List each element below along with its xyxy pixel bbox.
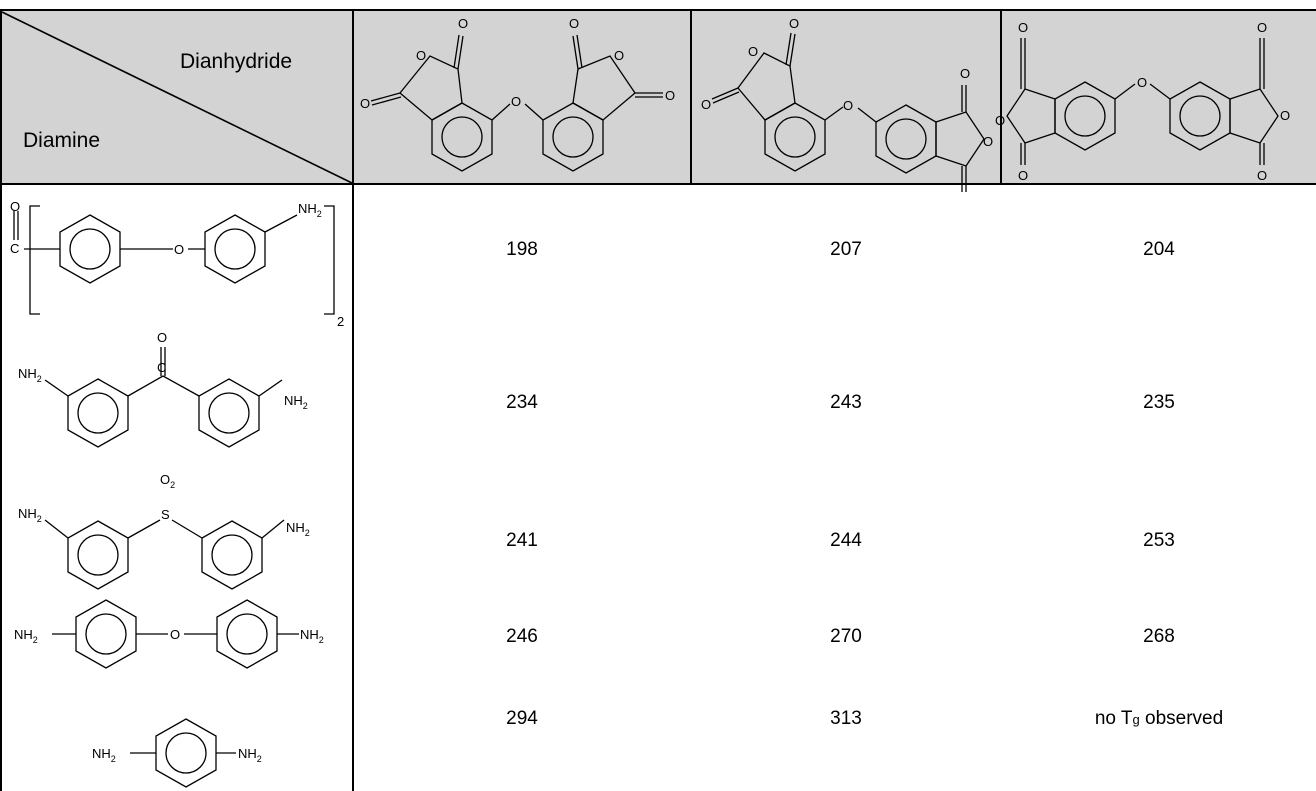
no-tg-prefix: no T bbox=[1094, 708, 1133, 729]
header-bottom-border bbox=[0, 183, 1316, 185]
atom-c: C bbox=[10, 241, 19, 256]
column-divider-2 bbox=[690, 9, 692, 184]
column-divider-3 bbox=[1000, 9, 1002, 184]
atom-o: O bbox=[458, 16, 468, 31]
atom-o: O bbox=[157, 330, 167, 345]
atom-o: O bbox=[1137, 75, 1147, 90]
amine-group: NH2 bbox=[92, 746, 116, 764]
atom-o: O bbox=[701, 97, 711, 112]
no-tg-subscript: g bbox=[1132, 711, 1140, 727]
table-top-border bbox=[0, 9, 1316, 11]
corner-diagonal bbox=[1, 11, 353, 184]
atom-o: O bbox=[360, 96, 370, 111]
dianhydride-label: Dianhydride bbox=[180, 50, 293, 73]
atom-o: O bbox=[995, 113, 1005, 128]
amine-group: NH2 bbox=[18, 366, 42, 384]
repeat-subscript: 2 bbox=[337, 314, 344, 329]
atom-o: O bbox=[1257, 168, 1267, 183]
amine-group: NH2 bbox=[284, 393, 308, 411]
table-cell: 244 bbox=[830, 530, 862, 551]
atom-o: O bbox=[983, 134, 993, 149]
table-cell: 268 bbox=[1143, 626, 1175, 647]
atom-o: O bbox=[748, 44, 758, 59]
sulfonyl-oxygen: O2 bbox=[160, 472, 175, 490]
table-cell: 243 bbox=[830, 392, 862, 413]
atom-o: O bbox=[665, 88, 675, 103]
amine-group: NH2 bbox=[286, 520, 310, 538]
atom-c: C bbox=[157, 360, 166, 375]
atom-o: O bbox=[1018, 20, 1028, 35]
atom-o: O bbox=[174, 242, 184, 257]
table-cell: 270 bbox=[830, 626, 862, 647]
atom-s: S bbox=[161, 507, 170, 522]
atom-o: O bbox=[960, 66, 970, 81]
table-cell: 198 bbox=[506, 239, 538, 260]
atom-o: O bbox=[569, 16, 579, 31]
table-cell: 204 bbox=[1143, 239, 1175, 260]
table-left-border bbox=[0, 9, 2, 791]
table-cell: 207 bbox=[830, 239, 862, 260]
table-cell: 253 bbox=[1143, 530, 1175, 551]
amine-group: NH2 bbox=[14, 627, 38, 645]
amine-group: NH2 bbox=[238, 746, 262, 764]
amine-group: NH2 bbox=[300, 627, 324, 645]
atom-o: O bbox=[511, 94, 521, 109]
table-cell: 234 bbox=[506, 392, 538, 413]
no-tg-suffix: observed bbox=[1139, 708, 1224, 729]
atom-o: O bbox=[170, 627, 180, 642]
atom-o: O bbox=[614, 48, 624, 63]
table-cell: 246 bbox=[506, 626, 538, 647]
atom-o: O bbox=[789, 16, 799, 31]
amine-group: NH2 bbox=[298, 201, 322, 219]
table-cell: 235 bbox=[1143, 392, 1175, 413]
atom-o: O bbox=[1018, 168, 1028, 183]
atom-o: O bbox=[10, 199, 20, 214]
table-cell: 294 bbox=[506, 708, 538, 729]
column-divider-1 bbox=[352, 9, 354, 791]
amine-group: NH2 bbox=[18, 506, 42, 524]
atom-o: O bbox=[416, 48, 426, 63]
atom-o: O bbox=[1280, 108, 1290, 123]
table-cell: 241 bbox=[506, 530, 538, 551]
atom-o: O bbox=[1257, 20, 1267, 35]
table-cell: 313 bbox=[830, 708, 862, 729]
atom-o: O bbox=[843, 98, 853, 113]
diamine-label: Diamine bbox=[23, 129, 101, 152]
